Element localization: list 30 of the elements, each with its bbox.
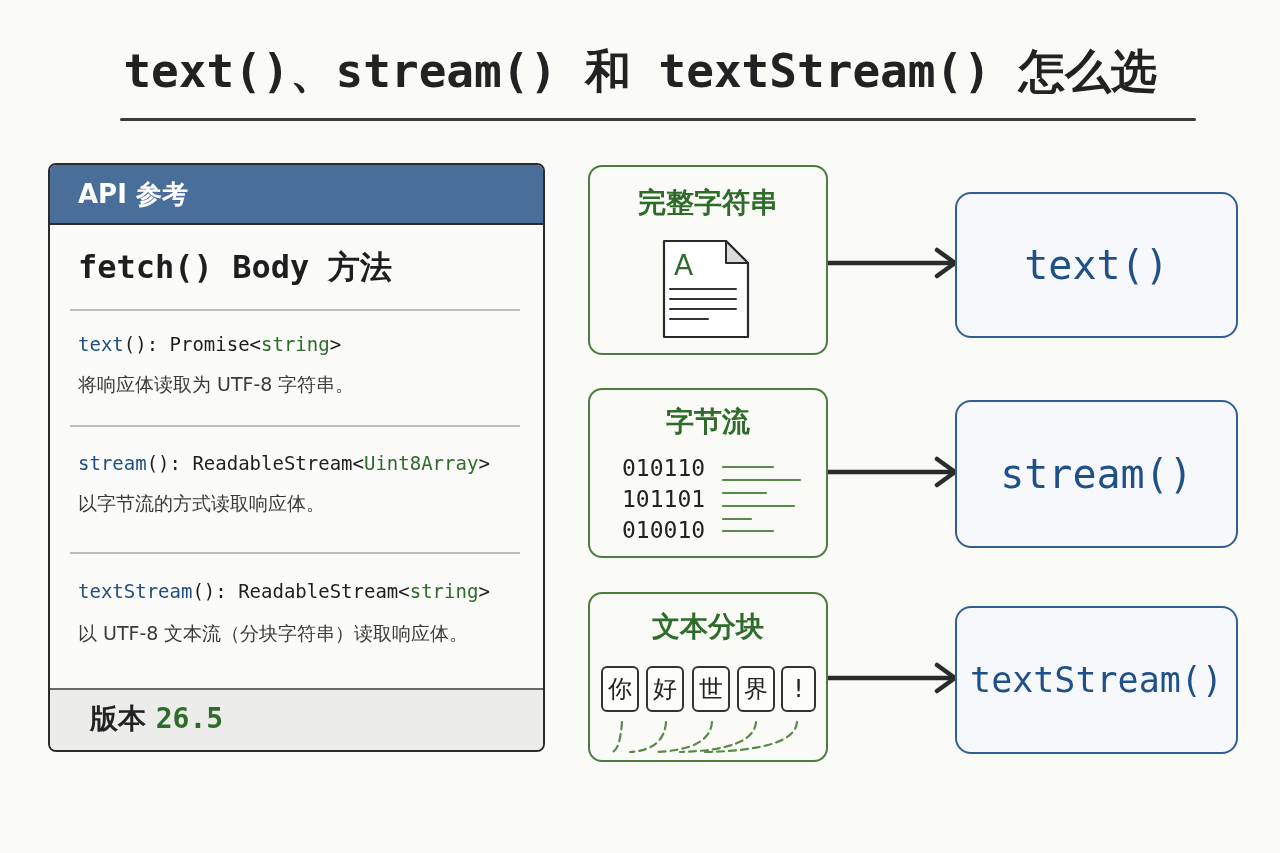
method-description: 以字节流的方式读取响应体。 (78, 491, 325, 515)
method-signature: text(): Promise<string> (78, 332, 342, 356)
category-box (588, 165, 828, 355)
method-signature: textStream(): ReadableStream<string> (78, 579, 490, 603)
category-title: 文本分块 (652, 610, 764, 644)
method-box (955, 192, 1238, 338)
document-letter: A (674, 251, 694, 281)
method-signature: stream(): ReadableStream<Uint8Array> (78, 451, 490, 475)
character-tile: 好 (646, 666, 684, 712)
character-tile: 界 (737, 666, 775, 712)
card-heading: fetch() Body 方法 (78, 247, 393, 287)
method-name: text() (1024, 241, 1169, 289)
card-header: API 参考 (78, 178, 188, 210)
title: text()、stream() 和 textStream() 怎么选 (123, 43, 1157, 100)
method-name: textStream() (970, 659, 1223, 701)
method-description: 以 UTF-8 文本流（分块字符串）读取响应体。 (78, 621, 469, 645)
method-description: 将响应体读取为 UTF-8 字符串。 (78, 372, 355, 396)
category-box (588, 388, 828, 558)
version-text: 版本 26.5 (90, 702, 224, 736)
character-tile: ! (781, 666, 816, 712)
category-title: 完整字符串 (638, 186, 778, 220)
binary-digits: 010110 101101 010010 (622, 454, 707, 545)
reference-card (48, 163, 545, 752)
method-box (955, 400, 1238, 548)
category-box (588, 592, 828, 762)
character-tile: 世 (692, 666, 730, 712)
method-name: stream() (1000, 450, 1193, 498)
character-tile: 你 (601, 666, 639, 712)
category-title: 字节流 (666, 405, 750, 439)
method-box (955, 606, 1238, 754)
